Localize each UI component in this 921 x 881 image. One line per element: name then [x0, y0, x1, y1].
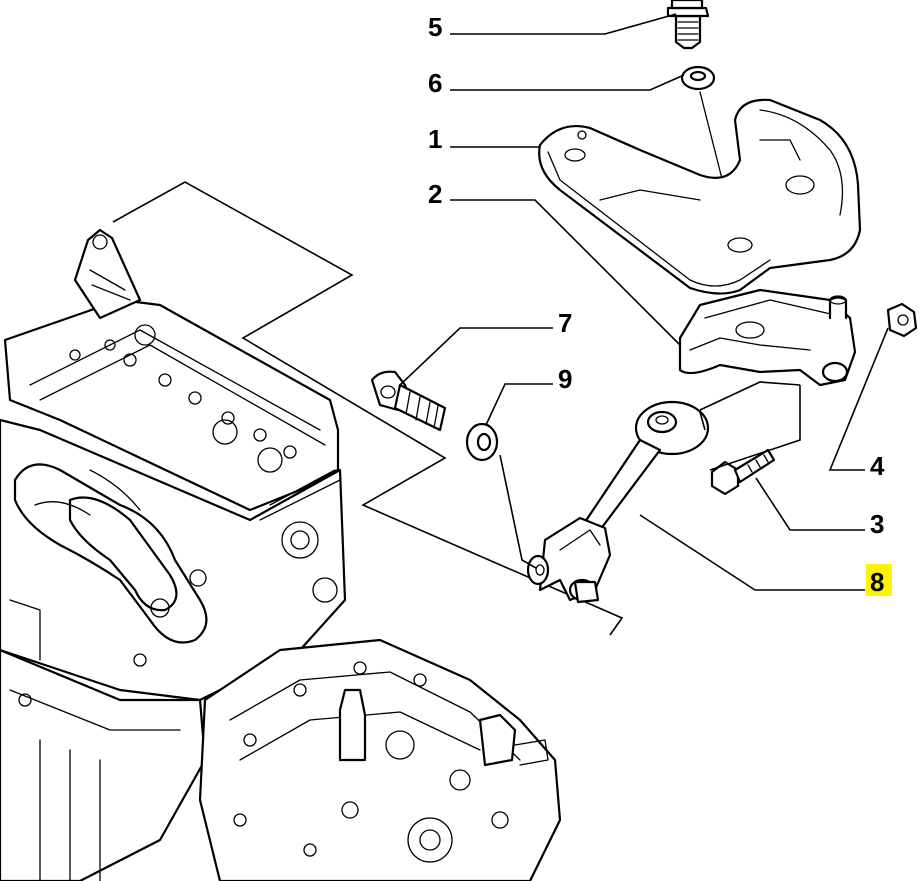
leader-lines — [399, 13, 889, 591]
callout-9: 9 — [558, 364, 572, 394]
part-3-bolt — [710, 448, 776, 496]
engine-block — [0, 181, 624, 881]
callout-8-highlight — [866, 564, 892, 596]
callout-5: 5 — [428, 12, 442, 42]
callout-3: 3 — [870, 509, 884, 539]
callout-4: 4 — [870, 451, 885, 481]
part-7-bolt — [370, 370, 447, 432]
part-6-washer — [680, 65, 716, 91]
part-2-lower-bracket — [678, 288, 857, 387]
part-1-upper-bracket — [538, 98, 862, 295]
callout-2: 2 — [428, 179, 442, 209]
part-9-washer — [465, 422, 499, 462]
callout-8: 8 — [870, 567, 884, 597]
callout-1: 1 — [428, 124, 442, 154]
part-4-nut — [886, 302, 918, 338]
callout-6: 6 — [428, 68, 442, 98]
callout-7: 7 — [558, 308, 572, 338]
part-5-bolt — [666, 0, 710, 50]
part-8-torque-rod — [526, 400, 710, 604]
